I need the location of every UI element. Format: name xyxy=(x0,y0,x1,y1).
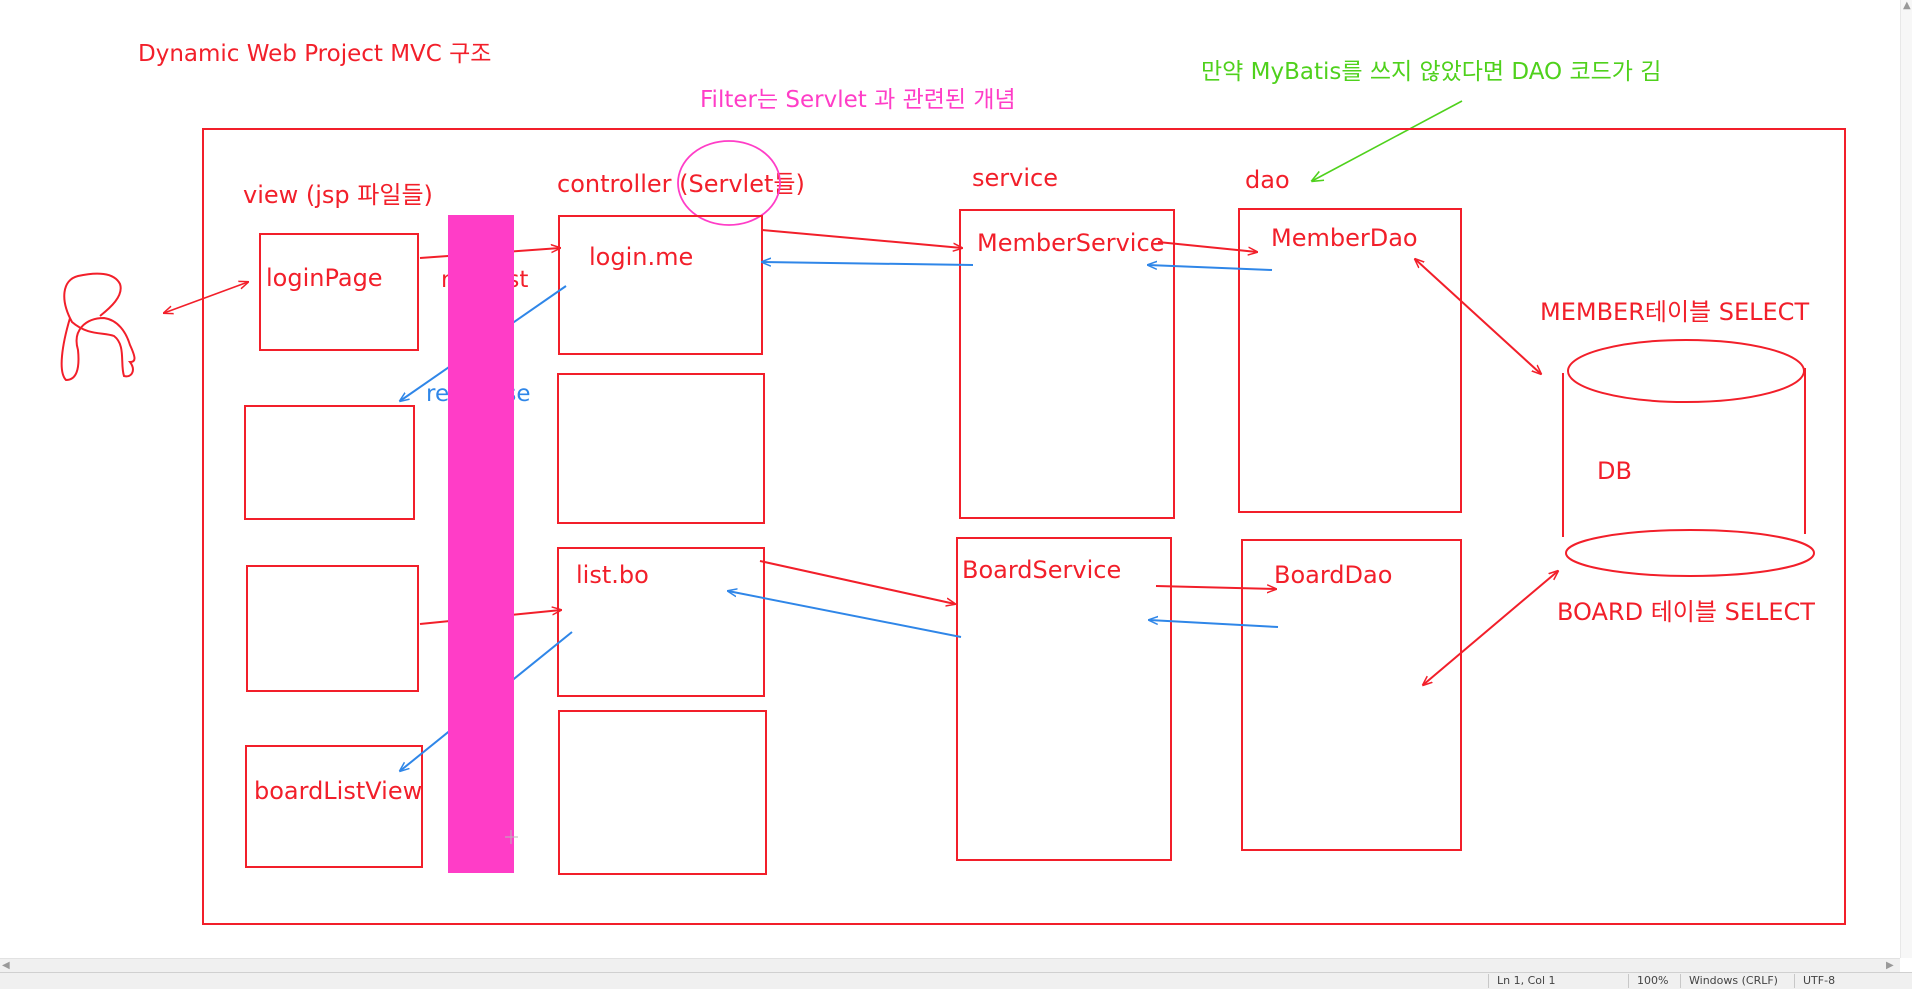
arrow-list-bo-to-board-service xyxy=(759,560,955,604)
member-service-label: MemberService xyxy=(977,229,1164,257)
board-list-view-label: boardListView xyxy=(254,777,422,805)
controller-box-login xyxy=(558,215,763,355)
list-bo-label: list.bo xyxy=(576,561,649,589)
view-layer-label: view (jsp 파일들) xyxy=(243,181,433,209)
db-cylinder xyxy=(1562,339,1815,577)
arrow-member-service-to-member-dao xyxy=(1157,241,1257,252)
db-label: DB xyxy=(1597,457,1632,485)
arrow-login-me-to-member-service xyxy=(761,229,962,248)
arrow-board-service-to-list-bo xyxy=(728,591,962,638)
status-cursor-position[interactable]: Ln 1, Col 1 xyxy=(1488,974,1556,988)
horizontal-scrollbar[interactable]: ◀ ▶ xyxy=(0,958,1900,973)
status-encoding[interactable]: UTF-8 xyxy=(1794,974,1835,988)
vertical-scrollbar[interactable]: ▲ xyxy=(1900,0,1912,958)
arrow-board-dao-to-board-service xyxy=(1149,620,1279,628)
login-page-label: loginPage xyxy=(266,264,383,292)
arrow-board-dao-db xyxy=(1423,571,1558,685)
service-box-board xyxy=(956,537,1172,861)
cursor-crosshair-icon xyxy=(505,830,518,844)
view-box-board-list xyxy=(245,745,423,868)
view-box-login-page xyxy=(259,233,419,351)
board-service-label: BoardService xyxy=(962,556,1121,584)
controller-box-2 xyxy=(557,373,765,524)
member-table-select-label: MEMBER테이블 SELECT xyxy=(1540,298,1809,326)
user-to-login-arrow xyxy=(164,282,248,313)
arrow-member-dao-to-member-service xyxy=(1148,265,1273,271)
mybatis-note-arrow xyxy=(1312,100,1463,181)
servlet-circle-highlight xyxy=(677,140,781,226)
view-box-3 xyxy=(246,565,419,692)
controller-box-list xyxy=(557,547,765,697)
mybatis-note: 만약 MyBatis를 쓰지 않았다면 DAO 코드가 김 xyxy=(1201,59,1661,85)
controller-box-4 xyxy=(558,710,767,875)
filter-note: Filter는 Servlet 과 관련된 개념 xyxy=(700,87,1016,113)
board-table-select-label: BOARD 테이블 SELECT xyxy=(1557,598,1815,626)
dao-box-board xyxy=(1241,539,1462,851)
controller-layer-label: controller (Servlet들) xyxy=(557,170,805,198)
board-dao-label: BoardDao xyxy=(1274,561,1392,589)
scroll-up-arrow-icon[interactable]: ▲ xyxy=(1903,0,1911,11)
status-bar: Ln 1, Col 1 100% Windows (CRLF) UTF-8 xyxy=(0,972,1912,989)
outer-frame xyxy=(202,128,1846,925)
arrow-member-service-to-login-me xyxy=(762,262,974,265)
service-box-member xyxy=(959,209,1175,519)
view-box-2 xyxy=(244,405,415,520)
arrow-member-dao-db xyxy=(1415,259,1541,374)
filter-bar xyxy=(448,215,514,873)
member-dao-label: MemberDao xyxy=(1271,224,1418,252)
scroll-left-arrow-icon[interactable]: ◀ xyxy=(2,960,10,971)
user-figure-scribble xyxy=(60,272,136,382)
dao-layer-label: dao xyxy=(1245,166,1290,194)
status-zoom[interactable]: 100% xyxy=(1628,974,1668,988)
login-me-label: login.me xyxy=(589,243,693,271)
dao-box-member xyxy=(1238,208,1462,513)
arrow-board-service-to-board-dao xyxy=(1155,586,1276,589)
scroll-right-arrow-icon[interactable]: ▶ xyxy=(1886,960,1894,971)
diagram-title: Dynamic Web Project MVC 구조 xyxy=(138,41,491,67)
service-layer-label: service xyxy=(972,164,1058,192)
status-line-ending[interactable]: Windows (CRLF) xyxy=(1680,974,1778,988)
